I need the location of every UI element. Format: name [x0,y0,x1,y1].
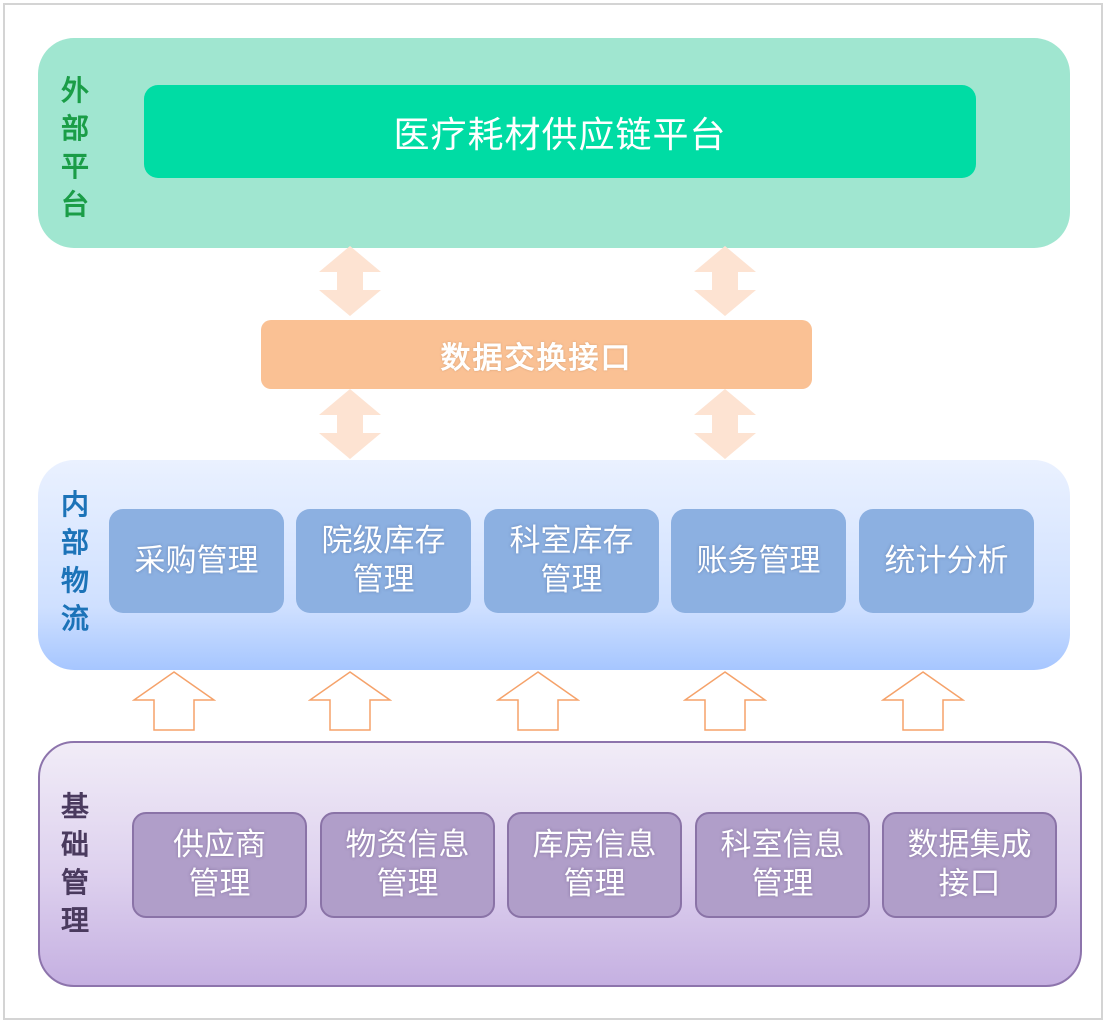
up-arrow-icon [496,671,580,731]
module-label: 库房信息 [532,827,657,863]
base-label-char: 础 [60,828,89,861]
internal-label-char: 部 [60,526,89,559]
purchase-management-module: 采购管理 [109,509,284,613]
base-label-char: 理 [60,904,89,937]
double-arrow-icon [319,389,381,459]
base-label-char: 管 [60,866,89,899]
module-label: 管理 [751,866,814,902]
internal-label-char: 流 [60,602,89,635]
double-arrow-icon [319,246,381,316]
module-label: 管理 [376,866,439,902]
module-label: 统计分析 [884,542,1009,579]
hospital-inventory-module: 院级库存管理 [296,509,471,613]
module-label: 院级库存 [321,523,446,559]
module-label: 数据集成 [907,827,1032,863]
double-arrow-icon [694,246,756,316]
module-label: 管理 [188,866,251,902]
up-arrow-icon [881,671,965,731]
data-integration-module: 数据集成接口 [882,812,1057,918]
module-label: 科室库存 [509,523,634,559]
double-arrow-icon [694,389,756,459]
base-label-char: 基 [60,790,89,823]
statistics-module: 统计分析 [859,509,1034,613]
module-label: 供应商 [173,827,266,863]
base-layer-label: 基 础 管 理 [58,788,92,940]
external-label-char: 平 [60,150,89,183]
module-label: 账务管理 [696,542,821,579]
module-label: 科室信息 [720,827,845,863]
internal-label-char: 内 [60,488,89,521]
external-label-char: 外 [60,74,89,107]
module-label: 管理 [352,562,415,598]
up-arrow-icon [308,671,392,731]
external-label-char: 台 [60,188,89,221]
data-exchange-interface-box: 数据交换接口 [261,320,812,389]
module-label: 管理 [563,866,626,902]
supplier-management-module: 供应商管理 [132,812,307,918]
up-arrow-icon [132,671,216,731]
accounting-module: 账务管理 [671,509,846,613]
up-arrow-icon [683,671,767,731]
internal-label-char: 物 [60,564,89,597]
warehouse-info-module: 库房信息管理 [507,812,682,918]
module-label: 采购管理 [134,542,259,579]
module-label: 接口 [938,866,1001,902]
department-inventory-module: 科室库存管理 [484,509,659,613]
department-info-module: 科室信息管理 [695,812,870,918]
external-label-char: 部 [60,112,89,145]
internal-layer-label: 内 部 物 流 [58,486,92,638]
supply-chain-platform-box: 医疗耗材供应链平台 [144,85,976,178]
module-label: 物资信息 [345,827,470,863]
material-info-module: 物资信息管理 [320,812,495,918]
external-layer-label: 外 部 平 台 [58,72,92,224]
module-label: 管理 [540,562,603,598]
diagram-frame [3,3,1103,1020]
